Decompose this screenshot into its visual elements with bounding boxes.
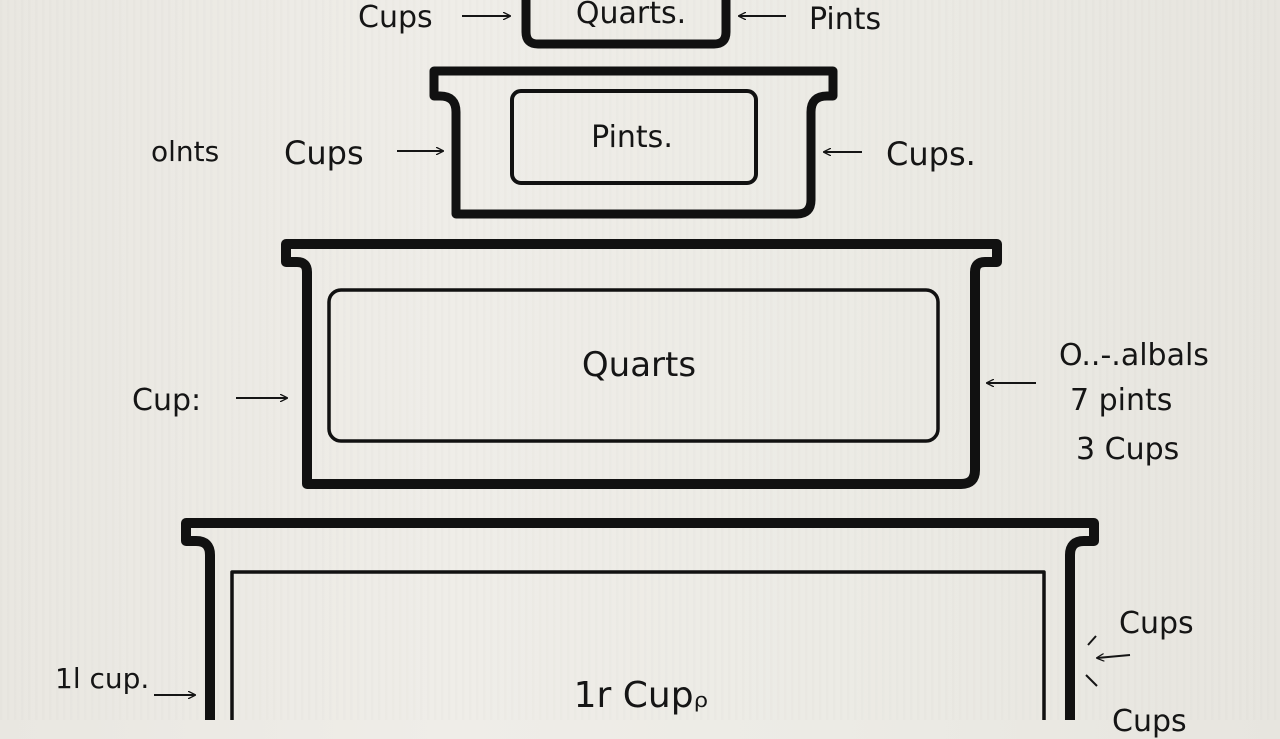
tier4-right-label-top: Cups xyxy=(1119,606,1194,641)
tier4-tick-mark xyxy=(1087,635,1097,646)
tier3-right-label-1: O..-.albals xyxy=(1059,338,1209,373)
tier4-right-label-bottom: Cups xyxy=(1112,704,1187,739)
tier2-left-label: Cups xyxy=(284,134,364,172)
tier2-container-outline xyxy=(429,66,838,219)
container-diagram xyxy=(154,0,1131,720)
tier3-inner-label: Quarts xyxy=(581,345,697,385)
tier2-inner-panel xyxy=(510,89,758,185)
tier3-inner-panel xyxy=(327,288,940,443)
tier3-container-outline xyxy=(281,239,1002,489)
tier1-left-label: Cups xyxy=(358,0,433,35)
tier1-inner-label: Quarts. xyxy=(575,0,687,31)
tier4-right-arrow xyxy=(1097,655,1131,658)
tier2-inner-label: Pints. xyxy=(591,120,673,155)
tier4-tick-mark xyxy=(1085,674,1098,687)
tier4-container-outline xyxy=(181,518,1099,720)
tier4-left-label: 1l cup. xyxy=(55,662,150,695)
tier2-right-label: Cups. xyxy=(886,135,976,173)
tier4-inner-panel xyxy=(230,570,1046,720)
tier1-right-label: Pints xyxy=(809,2,882,37)
tier3-left-label: Cup: xyxy=(132,383,202,418)
tier2-far-left-label: olnts xyxy=(151,135,220,168)
tier3-right-label-3: 3 Cups xyxy=(1076,432,1180,467)
tier1-container-outline xyxy=(521,0,731,49)
tier3-right-label-2: 7 pints xyxy=(1070,383,1173,418)
tier4-inner-label: 1r Cupᵨ xyxy=(573,675,709,716)
